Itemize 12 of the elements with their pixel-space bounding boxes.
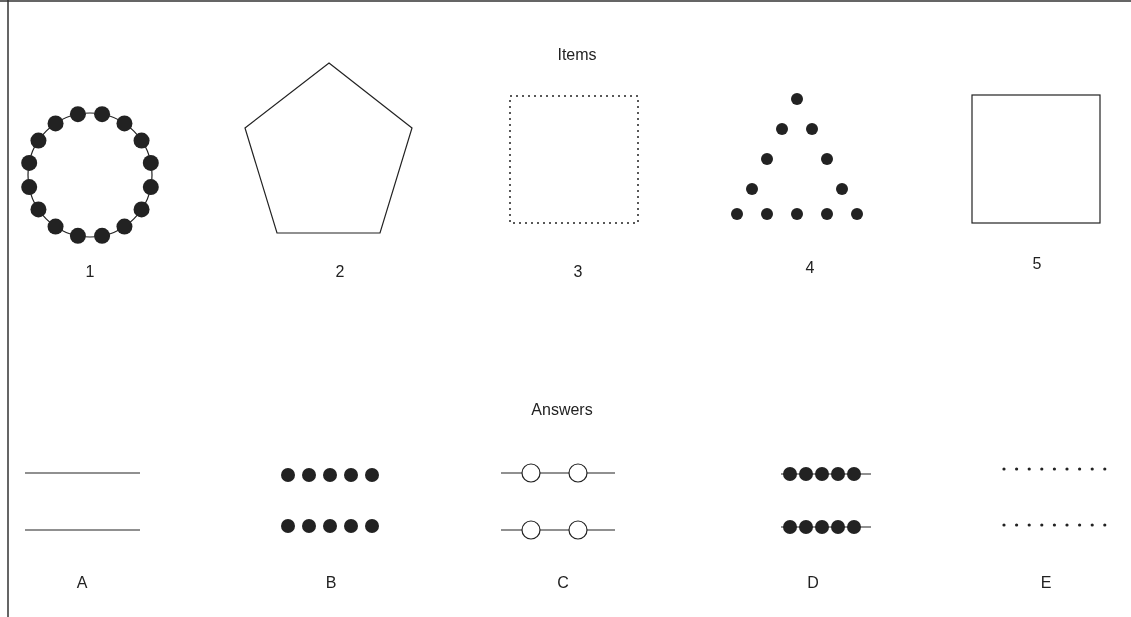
answer-letter: A xyxy=(76,574,88,592)
answer-letter: E xyxy=(1040,574,1052,592)
heading: Answers xyxy=(531,401,593,419)
item-number: 4 xyxy=(805,259,815,277)
answer-letter: C xyxy=(557,574,569,592)
item-number: 2 xyxy=(335,263,345,281)
item-number: 5 xyxy=(1032,255,1042,273)
item-number: 1 xyxy=(85,263,95,281)
heading: Items xyxy=(557,46,597,64)
item-number: 3 xyxy=(573,263,583,281)
answer-letter: B xyxy=(325,574,337,592)
answer-letter: D xyxy=(807,574,819,592)
